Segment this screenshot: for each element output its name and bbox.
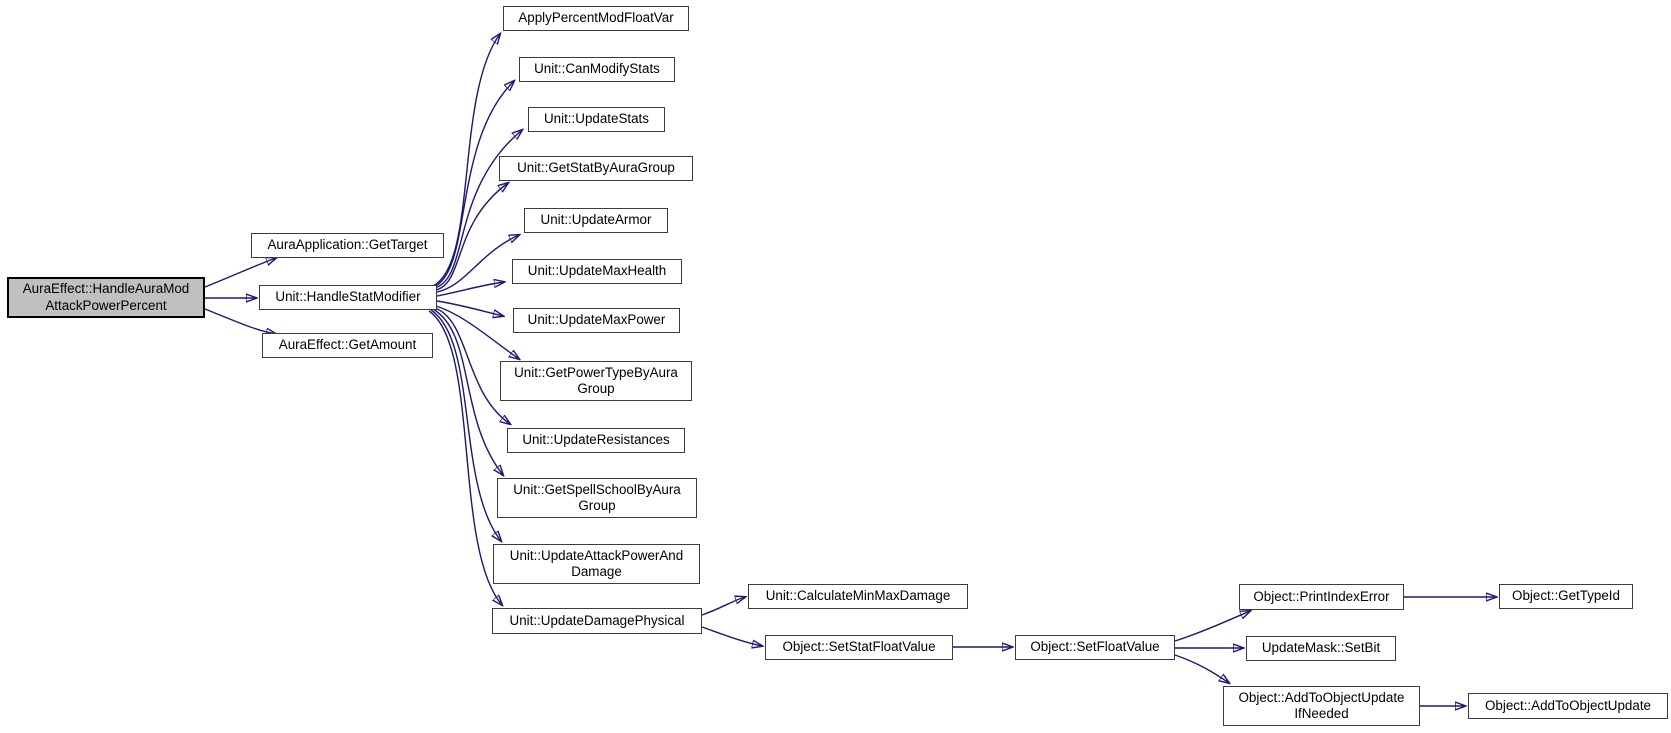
node-update-attack-power-and-damage[interactable]: Unit::UpdateAttackPowerAnd Damage (493, 544, 700, 584)
node-handle-aura-mod-attack-power-percent[interactable]: AuraEffect::HandleAuraMod AttackPowerPer… (7, 277, 205, 318)
node-get-spell-school-by-aura-group[interactable]: Unit::GetSpellSchoolByAura Group (497, 478, 697, 518)
node-set-float-value[interactable]: Object::SetFloatValue (1015, 635, 1175, 660)
edge-handleauramodattackpowerpercent-getamount (204, 308, 276, 334)
node-update-damage-physical[interactable]: Unit::UpdateDamagePhysical (492, 608, 702, 634)
node-get-amount[interactable]: AuraEffect::GetAmount (262, 333, 433, 358)
edge-handlestatmodifier-updatemaxpower (436, 300, 503, 316)
node-update-resistances[interactable]: Unit::UpdateResistances (507, 428, 685, 453)
node-update-armor[interactable]: Unit::UpdateArmor (524, 208, 668, 233)
edge-handlestatmodifier-updateattackpoweranddamage (430, 309, 501, 541)
node-calculate-min-max-damage[interactable]: Unit::CalculateMinMaxDamage (748, 584, 968, 609)
node-get-type-id[interactable]: Object::GetTypeId (1499, 584, 1633, 609)
node-update-max-health[interactable]: Unit::UpdateMaxHealth (512, 259, 682, 284)
edge-updatedamagephysical-setstatfloatvalue (701, 626, 762, 646)
node-update-mask-set-bit[interactable]: UpdateMask::SetBit (1246, 636, 1396, 661)
edge-handlestatmodifier-canmodifystats (433, 81, 514, 288)
node-handle-stat-modifier[interactable]: Unit::HandleStatModifier (259, 285, 437, 310)
edge-handleauramodattackpowerpercent-gettarget (204, 258, 276, 288)
node-set-stat-float-value[interactable]: Object::SetStatFloatValue (765, 635, 953, 660)
edge-handlestatmodifier-updatestats (434, 130, 522, 289)
node-apply-percent-mod-float-var[interactable]: ApplyPercentModFloatVar (503, 6, 689, 31)
node-update-stats[interactable]: Unit::UpdateStats (528, 107, 665, 132)
node-add-to-object-update[interactable]: Object::AddToObjectUpdate (1468, 693, 1668, 719)
edge-handlestatmodifier-getpowertypebyauragroup (435, 305, 519, 359)
node-update-max-power[interactable]: Unit::UpdateMaxPower (513, 308, 680, 333)
node-get-target[interactable]: AuraApplication::GetTarget (251, 233, 444, 258)
node-can-modify-stats[interactable]: Unit::CanModifyStats (519, 57, 675, 82)
edge-setfloatvalue-addtoobjectupdateifneeded (1174, 654, 1229, 683)
edge-handlestatmodifier-getspellschoolbyauragroup (432, 308, 503, 475)
edge-handlestatmodifier-updateresistances (434, 307, 510, 424)
edge-handlestatmodifier-updatearmor (436, 235, 519, 293)
node-get-power-type-by-aura-group[interactable]: Unit::GetPowerTypeByAura Group (500, 361, 692, 401)
edge-handlestatmodifier-getstatbyauragroup (435, 183, 508, 291)
edge-handlestatmodifier-applypercentmodfloatvar (432, 34, 500, 287)
edge-handlestatmodifier-updatemaxhealth (436, 282, 504, 297)
node-print-index-error[interactable]: Object::PrintIndexError (1239, 584, 1404, 610)
edge-updatedamagephysical-calculateminmaxdamage (701, 597, 745, 616)
edge-handlestatmodifier-updatedamagephysical (428, 310, 502, 605)
node-get-stat-by-aura-group[interactable]: Unit::GetStatByAuraGroup (499, 156, 693, 181)
node-add-to-object-update-if-needed[interactable]: Object::AddToObjectUpdate IfNeeded (1223, 686, 1420, 726)
edge-setfloatvalue-printindexerror (1174, 611, 1250, 642)
